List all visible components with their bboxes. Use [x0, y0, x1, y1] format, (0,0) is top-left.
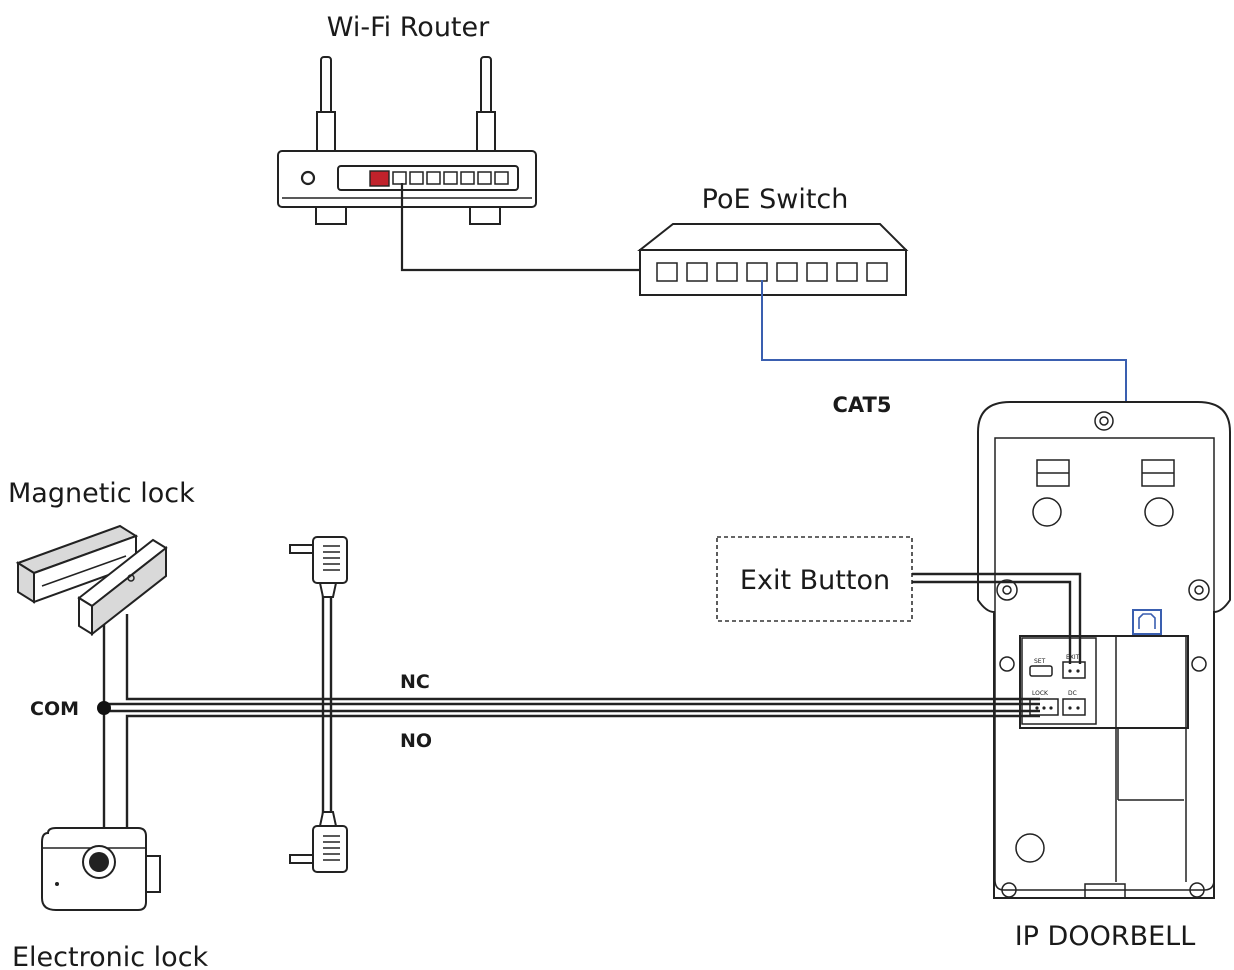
poe-switch-device	[637, 223, 909, 296]
router-device	[277, 56, 537, 225]
exit-wire-1	[912, 572, 1082, 664]
power-adapter-bottom-icon	[289, 811, 348, 873]
magnetic-lock-label: Magnetic lock	[8, 478, 195, 509]
terminal-dc-label: DC	[1068, 690, 1077, 697]
electronic-lock-icon	[41, 827, 161, 911]
no-label: NO	[400, 730, 432, 752]
ip-doorbell-label: IP DOORBELL	[1015, 921, 1196, 952]
wifi-router-label: Wi-Fi Router	[327, 12, 490, 43]
terminal-set-label: SET	[1034, 658, 1046, 665]
no-wire-lower	[125, 714, 1040, 830]
com-label: COM	[30, 698, 79, 720]
cat5-label: CAT5	[833, 393, 892, 417]
terminal-exit-label: EXIT	[1066, 654, 1080, 661]
exit-wire-2	[912, 580, 1072, 664]
exit-button-label: Exit Button	[740, 565, 890, 596]
com-junction-icon	[97, 701, 111, 715]
nc-label: NC	[400, 671, 430, 693]
router-port-highlight-icon	[369, 170, 390, 187]
electronic-lock-label: Electronic lock	[12, 942, 209, 970]
ip-doorbell-device: SET EXIT LOCK DC	[977, 401, 1231, 899]
terminal-lock-label: LOCK	[1032, 690, 1049, 697]
nc-wire-upper	[125, 614, 1040, 701]
magnetic-lock-icon	[15, 524, 168, 637]
exit-button-box	[716, 536, 913, 622]
poe-switch-label: PoE Switch	[702, 184, 849, 215]
power-adapter-top-icon	[289, 536, 348, 598]
router-switch-cable	[400, 183, 640, 272]
